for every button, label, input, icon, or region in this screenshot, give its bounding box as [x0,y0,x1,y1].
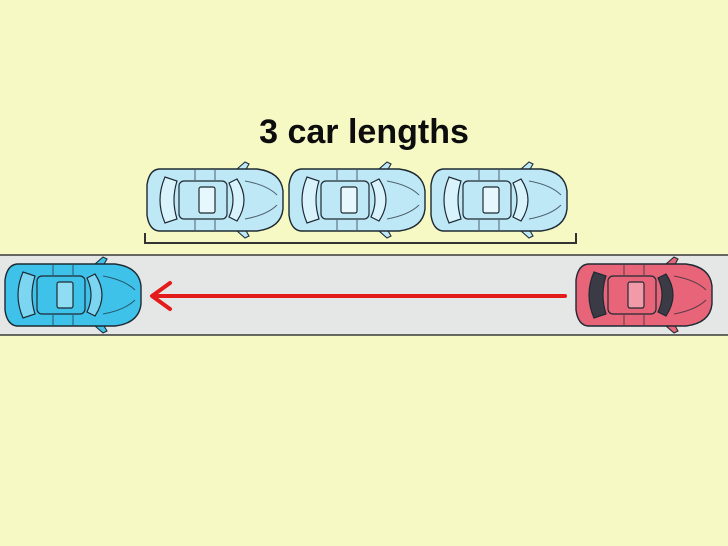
arrow-left-icon [150,281,567,311]
following-car [575,256,713,334]
ghost-car-2 [288,161,426,239]
car-top-view-icon [146,161,284,239]
car-top-view-icon [430,161,568,239]
ghost-car-1 [146,161,284,239]
car-top-view-icon [4,256,142,334]
car-top-view-icon [288,161,426,239]
length-bracket [144,233,577,244]
car-top-view-icon [575,256,713,334]
lead-car [4,256,142,334]
ghost-car-3 [430,161,568,239]
distance-label: 3 car lengths [259,113,469,151]
